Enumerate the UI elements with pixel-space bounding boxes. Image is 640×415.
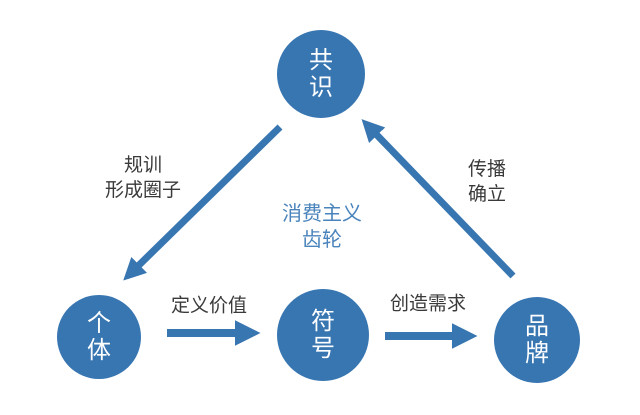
node-symbol: 符 号 — [277, 289, 369, 381]
node-individual: 个 体 — [57, 295, 141, 379]
node-symbol-line1: 符 — [311, 307, 335, 336]
node-consensus-line2: 识 — [309, 73, 333, 101]
center-caption-line1: 消费主义 — [282, 201, 362, 225]
edge-label-discipline: 规训 形成圈子 — [105, 153, 181, 203]
edge-label-spread-line2: 确立 — [467, 183, 507, 205]
node-brand-line2: 牌 — [525, 339, 549, 367]
center-caption: 消费主义 齿轮 — [282, 200, 362, 252]
arrow-consensus-to-individual — [123, 124, 283, 281]
node-consensus: 共 识 — [277, 30, 365, 118]
edge-label-spread: 传播 确立 — [468, 157, 506, 207]
node-brand-line1: 品 — [525, 312, 549, 341]
edge-label-discipline-line2: 形成圈子 — [104, 179, 182, 201]
edge-label-spread-line1: 传播 — [467, 157, 507, 180]
node-brand: 品 牌 — [494, 297, 580, 383]
edge-label-create-demand: 创造需求 — [389, 292, 467, 315]
edge-label-discipline-line1: 规训 — [123, 153, 163, 176]
arrow-brand-to-consensus — [361, 119, 516, 279]
node-individual-line1: 个 — [87, 309, 111, 338]
center-caption-line2: 齿轮 — [302, 227, 342, 251]
node-symbol-line2: 号 — [311, 334, 335, 362]
node-consensus-line1: 共 — [309, 46, 333, 75]
node-individual-line2: 体 — [87, 336, 111, 364]
edge-label-define-value: 定义价值 — [170, 294, 248, 317]
